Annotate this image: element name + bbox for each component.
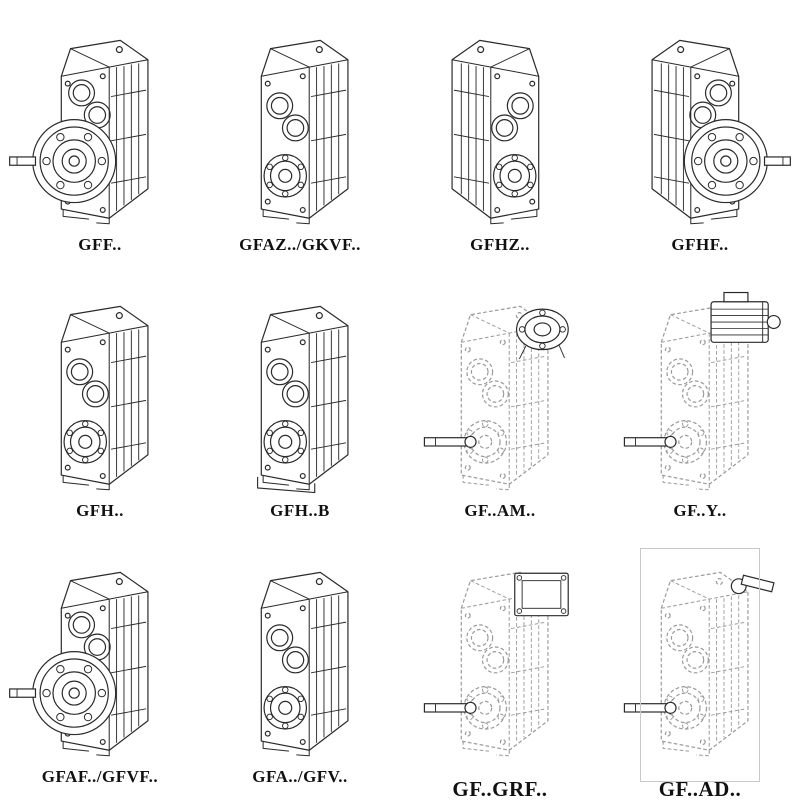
catalog-cell-gf-am: GF..AM.. — [423, 282, 569, 520]
catalog-cell-gfa-gfv: GFA../GFV.. — [240, 548, 360, 786]
catalog-cell-gfh: GFH.. — [40, 282, 160, 520]
catalog-cell-gfhz: GFHZ.. — [440, 16, 560, 254]
gearbox-phantom-adapter-flange-drawing — [423, 571, 569, 757]
gearbox-phantom-input-flange-drawing — [423, 305, 569, 491]
model-label: GF..GRF.. — [452, 777, 548, 801]
catalog-cell-gf-grf: GF..GRF.. — [423, 548, 569, 801]
model-label: GF..AM.. — [464, 501, 536, 520]
gearbox-output-flange-drawing — [9, 39, 149, 225]
gearbox-hollow-shaft-drawing — [260, 39, 349, 225]
catalog-cell-gfaz-gkvf: GFAZ../GKVF.. — [239, 16, 360, 254]
gearbox-hollow-shaft-drawing — [260, 571, 349, 757]
model-label: GFHF.. — [671, 235, 729, 254]
catalog-cell-gff: GFF.. — [9, 16, 160, 254]
gearbox-hollow-shaft-foot-drawing — [257, 305, 349, 494]
model-label: GFH.. — [76, 501, 124, 520]
model-label: GFH..B — [270, 501, 330, 520]
model-label: GF..Y.. — [673, 501, 727, 520]
model-label: GFHZ.. — [470, 235, 530, 254]
gearbox-output-flange-drawing — [9, 571, 149, 757]
gearbox-phantom-input-shaft-drawing — [623, 571, 775, 757]
model-label: GFA../GFV.. — [252, 767, 348, 786]
catalog-cell-gf-ad: GF..AD.. — [623, 548, 775, 801]
model-label: GFF.. — [78, 235, 122, 254]
gearbox-phantom-motor-drawing — [623, 291, 781, 491]
catalog-cell-gf-y: GF..Y.. — [623, 282, 781, 520]
model-label: GFAF../GFVF.. — [41, 767, 159, 786]
gearbox-output-flange-mirrored-drawing — [651, 39, 791, 225]
catalog-cell-gfh-b: GFH..B — [240, 282, 360, 520]
model-label: GF..AD.. — [658, 777, 742, 801]
model-label: GFAZ../GKVF.. — [239, 235, 361, 254]
catalog-cell-gfhf: GFHF.. — [640, 16, 791, 254]
gearbox-hollow-shaft-mirrored-drawing — [451, 39, 540, 225]
gearbox-hollow-shaft-drawing — [60, 305, 149, 491]
catalog-cell-gfaf-gfvf: GFAF../GFVF.. — [9, 548, 160, 786]
